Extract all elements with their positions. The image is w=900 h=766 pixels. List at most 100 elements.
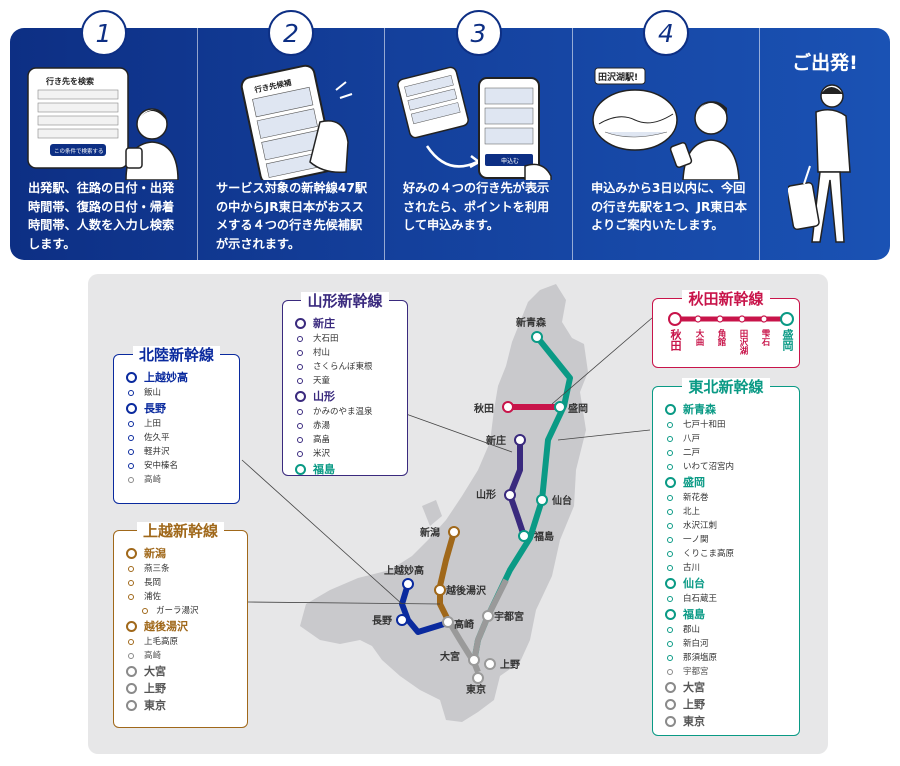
station-dot [126,666,137,677]
station-list: 新青森七戸十和田八戸二戸いわて沼宮内盛岡新花巻北上水沢江刺一ノ関くりこま高原古川… [665,401,734,730]
step-divider [197,28,198,260]
station-minor: 天童 [295,374,373,388]
station-name: 新青森 [683,403,716,416]
station-dot [667,669,673,675]
station-minor: いわて沼宮内 [665,460,734,474]
station-minor: 那須塩原 [665,651,734,665]
station-minor: 燕三条 [126,562,199,576]
legend-yamagata: 山形新幹線 新庄大石田村山さくらんぼ東根天童山形かみのやま温泉赤湯高畠米沢福島 [282,292,408,478]
station-dot [126,700,137,711]
station-dot [295,391,306,402]
map-label-omiya: 大宮 [440,650,460,663]
map-label-akita: 秋田 [474,402,494,415]
station-name: 雫石 [760,329,770,346]
station-dot [128,653,134,659]
station-major: 上野 [665,696,734,713]
step-number-badge: 2 [268,10,314,56]
station-dot [128,390,134,396]
station-minor: 新白河 [665,637,734,651]
station-minor: 赤湯 [295,419,373,433]
station-dot [665,578,676,589]
map-label-tokyo: 東京 [466,683,486,696]
station-dot [667,523,673,529]
station-dot [297,364,303,370]
phone-candidates-illustration: 行き先候補 [240,64,353,180]
station-name: 水沢江刺 [683,521,718,531]
station-dot [126,683,137,694]
step-description: 出発駅、往路の日付・出発時間帯、復路の日付・帰着時間帯、人数を入力し検索します。 [28,181,175,251]
station-dot [667,551,673,557]
station-dot [665,699,676,710]
station-dot [667,509,673,515]
station-name: 福島 [313,463,335,476]
station-major: 大宮 [665,679,734,696]
station-minor: 二戸 [665,446,734,460]
station-name: 東京 [683,715,705,728]
map-label-nagano: 長野 [372,615,392,627]
map-label-morioka: 盛岡 [568,402,588,415]
station-name: 八戸 [683,434,701,444]
station-name: 一ノ関 [683,535,709,545]
station-name: 東京 [144,699,166,712]
station-minor: 大石田 [295,332,373,346]
station-dot [667,537,673,543]
station-minor: 高崎 [126,473,188,487]
station-name: 角館 [716,329,726,346]
station-dot [126,403,137,414]
station-minor: 新花巻 [665,491,734,505]
step-description: 申込みから3日以内に、今回の行き先駅を1つ、JR東日本よりご案内いたします。 [591,181,747,232]
station-major: 長野 [126,400,188,417]
map-label-fukushima: 福島 [533,530,554,543]
station-minor: 安中榛名 [126,459,188,473]
station-dot [665,716,676,727]
station-dot [667,565,673,571]
station-dot [126,621,137,632]
station-minor: 佐久平 [126,431,188,445]
station-minor: 高畠 [295,433,373,447]
station-name: 大石田 [313,334,339,344]
traveler-illustration [788,84,851,243]
station-dot [297,350,303,356]
station-name: 高崎 [144,475,162,485]
station-name: 宇都宮 [683,667,709,677]
step-description: サービス対象の新幹線47駅の中からJR東日本がおススメする４つの行き先候補駅が示… [216,181,368,251]
station-name: 田沢湖 [738,329,748,355]
station-minor: 長岡 [126,576,199,590]
station-dot [667,655,673,661]
station-name: 高崎 [144,651,162,661]
station-minor: 北上 [665,505,734,519]
station-name: 天童 [313,376,331,386]
station-name: 七戸十和田 [683,420,726,430]
station-dot [297,423,303,429]
step-description: 好みの４つの行き先が表示されたら、ポイントを利用して申込みます。 [403,181,550,232]
station-dot [128,566,134,572]
station-name: 浦佐 [144,592,162,602]
station-list: 新潟燕三条長岡浦佐ガーラ湯沢越後湯沢上毛高原高崎大宮上野東京 [126,545,199,714]
station-minor: くりこま高原 [665,547,734,561]
station-name: 大宮 [683,681,705,694]
map-label-niigata: 新潟 [420,526,440,539]
station-name: 那須塩原 [683,653,718,663]
map-label-takasaki: 高崎 [454,618,474,631]
station-dot [295,464,306,475]
station-name: 盛岡 [683,476,705,489]
station-dot [126,372,137,383]
station-name: 佐久平 [144,433,170,443]
station-major: 福島 [295,461,373,478]
japan-landmass [300,284,588,722]
legend-title: 上越新幹線 [136,522,224,540]
speech-bubble-text: 田沢湖駅! [598,71,638,83]
station-minor: 水沢江刺 [665,519,734,533]
station-dot [667,450,673,456]
station-name: ガーラ湯沢 [156,606,199,616]
station-dot [667,422,673,428]
departure-label: ご出発! [792,52,858,74]
station-list: 新庄大石田村山さくらんぼ東根天童山形かみのやま温泉赤湯高畠米沢福島 [295,315,373,478]
station-name: かみのやま温泉 [313,407,373,417]
station-major: 東京 [126,697,199,714]
station-minor: 米沢 [295,447,373,461]
station-dot [128,463,134,469]
station-name: 高畠 [313,435,331,445]
station-dot [297,437,303,443]
legend-title: 山形新幹線 [301,292,389,310]
